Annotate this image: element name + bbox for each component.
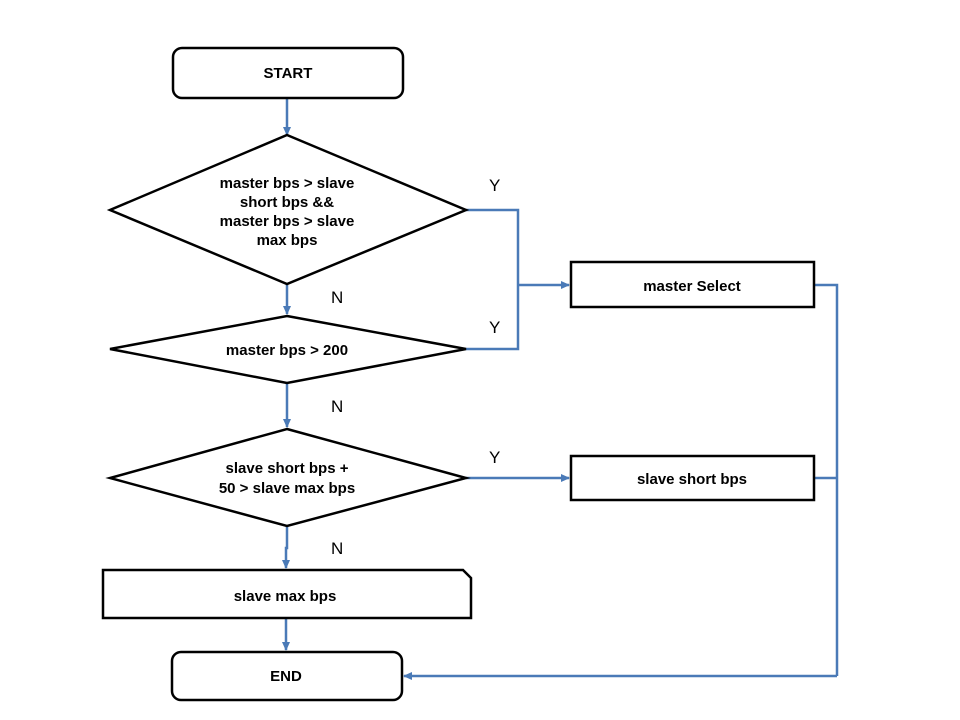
edge-decision1-yes bbox=[466, 208, 520, 285]
node-labels: START master bps > slave short bps && ma… bbox=[219, 65, 747, 685]
end-terminator bbox=[170, 650, 404, 702]
edge-labels: Y N Y N Y N bbox=[331, 176, 500, 558]
nodes bbox=[101, 46, 816, 702]
decision1-label-line3: master bps > slave bbox=[220, 213, 355, 230]
decision1-label-line4: max bps bbox=[257, 232, 318, 249]
slave-max-process bbox=[101, 568, 473, 620]
decision3-diamond bbox=[105, 427, 471, 528]
decision2-label: master bps > 200 bbox=[226, 342, 348, 359]
decision1-no-label: N bbox=[331, 288, 343, 307]
decision1-diamond bbox=[106, 133, 470, 286]
decision2-diamond bbox=[109, 314, 467, 385]
decision3-label-line1: slave short bps + bbox=[226, 460, 349, 477]
start-terminator bbox=[171, 46, 405, 100]
decision1-yes-label: Y bbox=[489, 176, 500, 195]
decision3-label-line2: 50 > slave max bps bbox=[219, 480, 355, 497]
edge-master-select-to-right bbox=[814, 283, 839, 676]
edge-decision2-yes bbox=[466, 285, 520, 351]
slave-short-process bbox=[569, 454, 816, 502]
slave-max-label: slave max bps bbox=[234, 588, 337, 605]
decision2-no-label: N bbox=[331, 397, 343, 416]
master-select-process bbox=[569, 260, 816, 309]
decision1-label-line2: short bps && bbox=[240, 194, 334, 211]
decision1-label-line1: master bps > slave bbox=[220, 175, 355, 192]
slave-short-label: slave short bps bbox=[637, 471, 747, 488]
decision3-yes-label: Y bbox=[489, 448, 500, 467]
decision2-yes-label: Y bbox=[489, 318, 500, 337]
master-select-label: master Select bbox=[643, 278, 741, 295]
end-label: END bbox=[270, 668, 302, 685]
start-label: START bbox=[264, 65, 313, 82]
decision3-no-label: N bbox=[331, 539, 343, 558]
connectors bbox=[282, 98, 839, 680]
edge-decision3-no bbox=[282, 526, 290, 569]
